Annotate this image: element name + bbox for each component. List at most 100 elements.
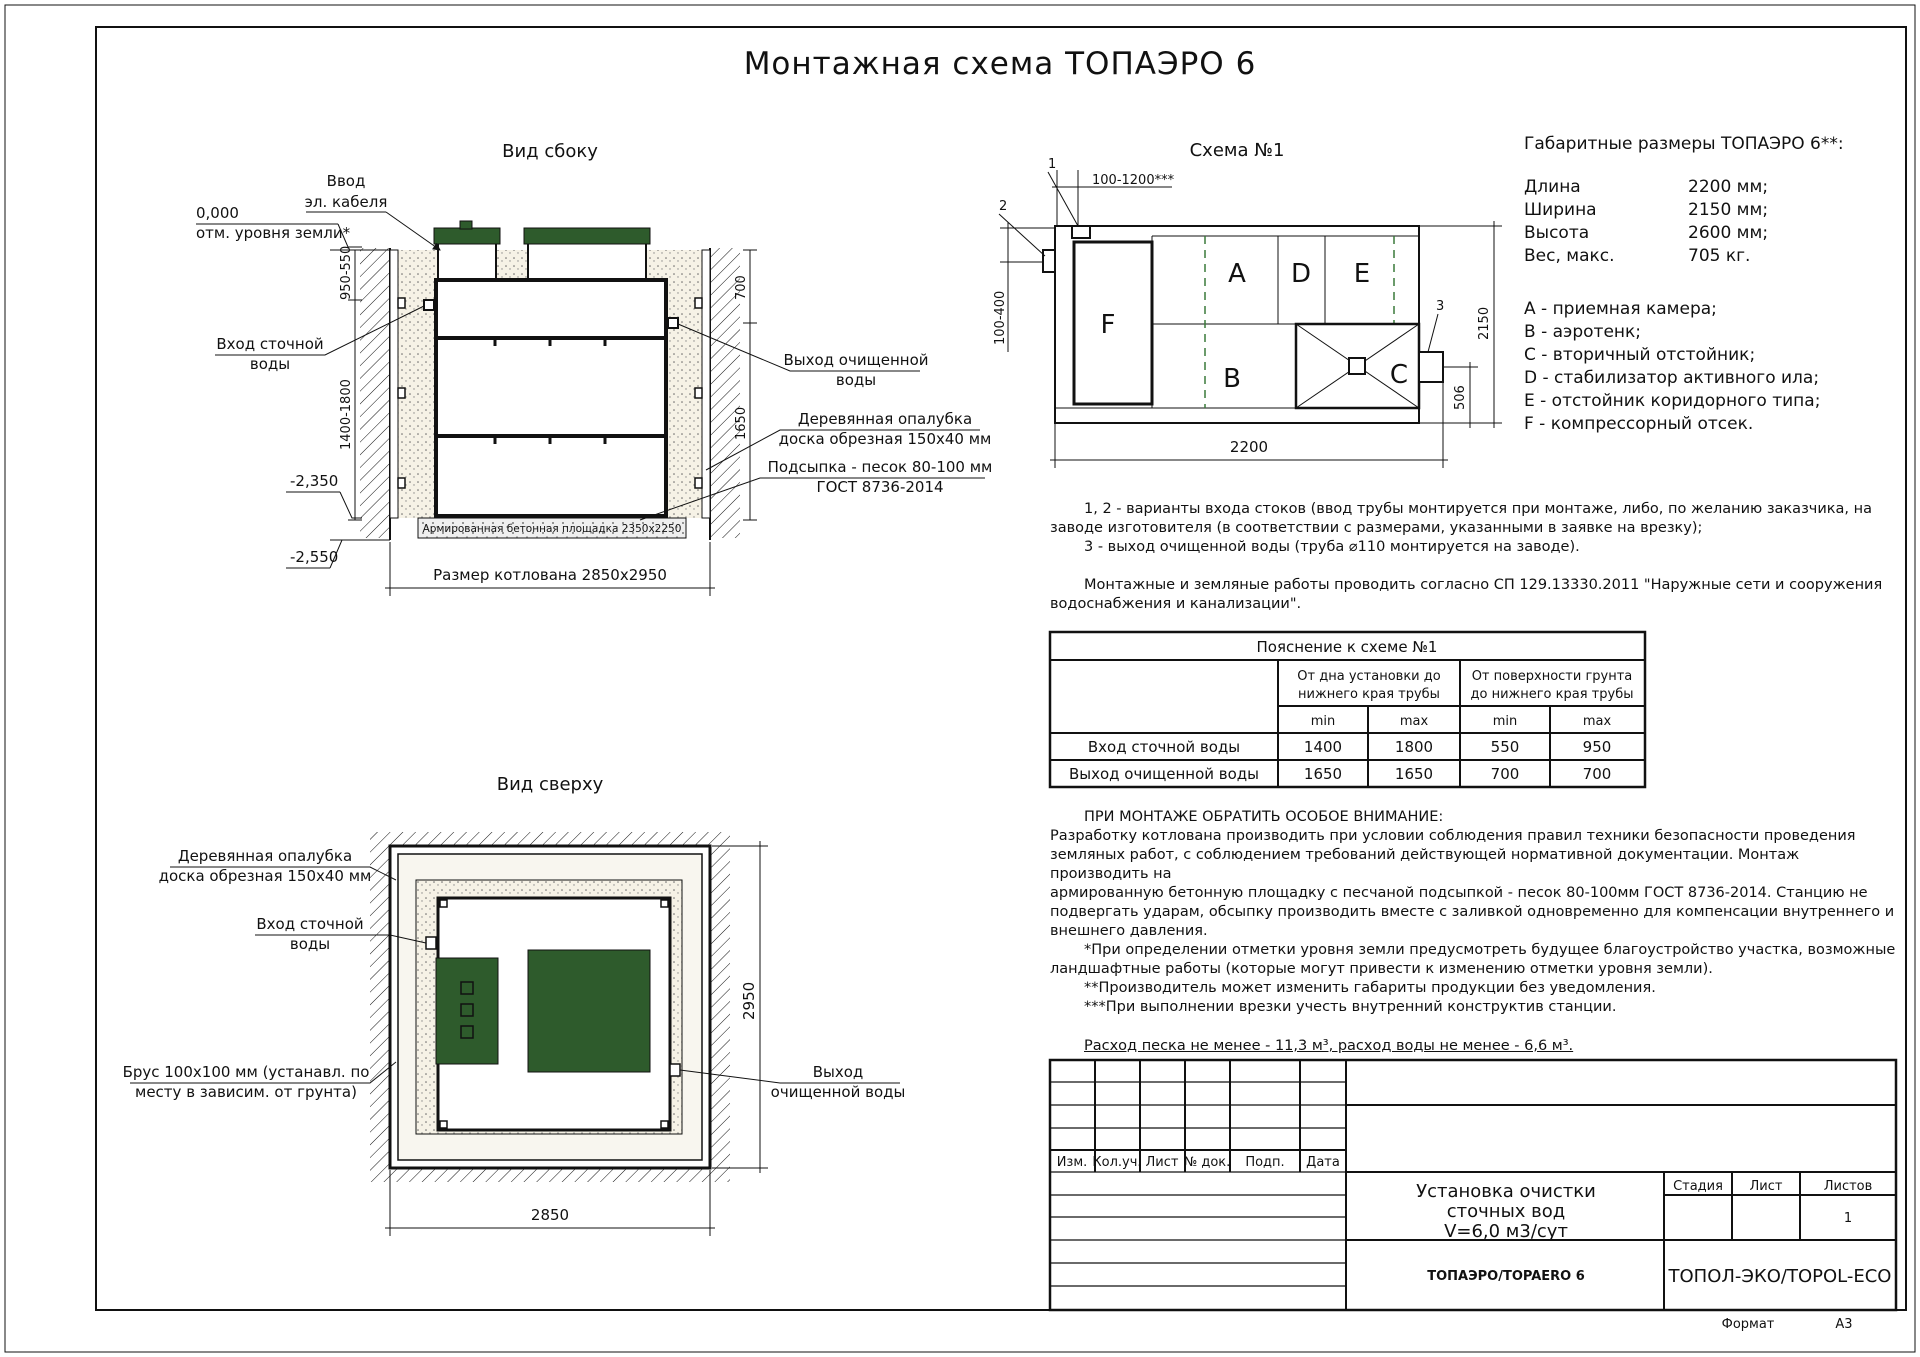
top-outlet-label-2: очищенной воды bbox=[771, 1083, 906, 1101]
top-dim-2850: 2850 bbox=[531, 1206, 569, 1224]
stamp-col-date: Дата bbox=[1306, 1155, 1340, 1170]
zone-d: D bbox=[1291, 259, 1311, 289]
scheme-heading: Схема №1 bbox=[1190, 140, 1285, 161]
outlet-label-1: Выход очищенной bbox=[783, 351, 928, 369]
side-view-heading: Вид сбоку bbox=[502, 141, 598, 162]
table-group2-2: до нижнего края трубы bbox=[1471, 687, 1634, 702]
note-line: 3 - выход очищенной воды (труба ⌀110 мон… bbox=[1084, 539, 1580, 555]
legend-item: D - стабилизатор активного ила; bbox=[1524, 368, 1820, 388]
dim-row-label: Вес, макс. bbox=[1524, 246, 1615, 266]
beam-label-2: месту в зависим. от грунта) bbox=[135, 1083, 357, 1101]
pit-size-label: Размер котлована 2850х2950 bbox=[433, 566, 667, 584]
slab-label: Армированная бетонная площадка 2350х2250 bbox=[423, 523, 682, 535]
top-inlet-pipe bbox=[425, 936, 437, 950]
ground-hatch-right bbox=[710, 248, 740, 538]
table-row1-v1: 1400 bbox=[1304, 738, 1342, 756]
table-caption: Пояснение к схеме №1 bbox=[1257, 638, 1438, 656]
side-view: Вид сбоку Армированная бетонная площадка… bbox=[196, 141, 992, 596]
top-view: Вид сверху Деревянная опалубка доска обр… bbox=[123, 774, 906, 1236]
table-row2-v1: 1650 bbox=[1304, 765, 1342, 783]
note-line: водоснабжения и канализации". bbox=[1050, 596, 1302, 612]
attention-line: внешнего давления. bbox=[1050, 923, 1208, 939]
dim-row-value: 705 кг. bbox=[1688, 246, 1751, 266]
table-max-2: max bbox=[1583, 714, 1612, 729]
zone-c: C bbox=[1390, 360, 1408, 390]
footnote-line: **Производитель может изменить габариты … bbox=[1084, 980, 1656, 996]
table-group1-1: От дна установки до bbox=[1297, 669, 1440, 684]
marker-1: 1 bbox=[1048, 157, 1056, 172]
stamp-description-3: V=6,0 м3/сут bbox=[1444, 1221, 1568, 1242]
stamp-sheets-header: Листов bbox=[1824, 1179, 1873, 1194]
table-row1-label: Вход сточной воды bbox=[1088, 738, 1240, 756]
dim-2150: 2150 bbox=[1477, 307, 1492, 340]
table-row1-v3: 550 bbox=[1491, 738, 1520, 756]
beam-label-1: Брус 100х100 мм (устанавл. по bbox=[123, 1063, 370, 1081]
table-group1-2: нижнего края трубы bbox=[1298, 687, 1440, 702]
stamp-col-kol: Кол.уч. bbox=[1092, 1155, 1141, 1170]
inlet-pipe bbox=[423, 299, 435, 311]
lid-left-knob bbox=[459, 220, 473, 230]
zone-b: B bbox=[1223, 364, 1241, 394]
table-min-2: min bbox=[1493, 714, 1518, 729]
dim-1400-1800: 1400-1800 bbox=[339, 379, 354, 450]
attention-line: Разработку котлована производить при усл… bbox=[1050, 828, 1856, 844]
stamp-sheet-header: Лист bbox=[1750, 1179, 1783, 1194]
zone-f-box bbox=[1072, 240, 1154, 406]
attention-line: земляных работ, с соблюдением требований… bbox=[1050, 847, 1800, 882]
level-2350: -2,350 bbox=[290, 472, 338, 490]
table-group2-1: От поверхности грунта bbox=[1472, 669, 1633, 684]
page-title: Монтажная схема ТОПАЭРО 6 bbox=[744, 46, 1257, 82]
formwork-label-2: доска обрезная 150х40 мм bbox=[779, 430, 992, 448]
table-row1-v2: 1800 bbox=[1395, 738, 1433, 756]
scheme-outlet bbox=[1418, 351, 1444, 383]
ground-level-value: 0,000 bbox=[196, 204, 239, 222]
dim-row-weight: Вес, макс. 705 кг. bbox=[1524, 245, 1904, 268]
tank-body bbox=[434, 278, 668, 518]
top-inlet-label-1: Вход сточной bbox=[256, 915, 363, 933]
inlet-label-2: воды bbox=[250, 355, 290, 373]
dim-row-value: 2150 мм; bbox=[1688, 200, 1769, 220]
stamp-company: ТОПОЛ-ЭКО/TOPOL-ECO bbox=[1668, 1266, 1892, 1287]
format-value: А3 bbox=[1835, 1317, 1852, 1332]
title-block: Изм. Кол.уч. Лист № док. Подп. Дата Уста… bbox=[1048, 1058, 1898, 1332]
cable-input-label-2: эл. кабеля bbox=[305, 193, 388, 211]
format-label: Формат bbox=[1722, 1317, 1775, 1332]
legend-item: F - компрессорный отсек. bbox=[1524, 414, 1754, 434]
dim-100-1200: 100-1200*** bbox=[1092, 173, 1175, 188]
ground-level-label: отм. уровня земли* bbox=[196, 224, 351, 242]
marker-3: 3 bbox=[1436, 299, 1444, 314]
table-row2-label: Выход очищенной воды bbox=[1069, 765, 1259, 783]
outlet-label-2: воды bbox=[836, 371, 876, 389]
footnote-line: ***При выполнении врезки учесть внутренн… bbox=[1084, 999, 1617, 1015]
note-line: заводе изготовителя (в соответствии с ра… bbox=[1050, 520, 1703, 536]
legend-block: А - приемная камера; В - аэротенк; С - в… bbox=[1524, 298, 1904, 436]
table-row1-v4: 950 bbox=[1583, 738, 1612, 756]
formwork-right bbox=[701, 249, 711, 519]
note-line: 1, 2 - варианты входа стоков (ввод трубы… bbox=[1084, 501, 1872, 517]
stamp-col-list: Лист bbox=[1146, 1155, 1179, 1170]
zone-f: F bbox=[1101, 310, 1116, 340]
formwork-label-1: Деревянная опалубка bbox=[798, 410, 972, 428]
attention-line: подвергать ударам, обсыпку производить в… bbox=[1050, 904, 1895, 920]
table-max-1: max bbox=[1400, 714, 1429, 729]
dim-506: 506 bbox=[1453, 385, 1468, 410]
top-view-heading: Вид сверху bbox=[497, 774, 604, 795]
table-row2-v2: 1650 bbox=[1395, 765, 1433, 783]
top-inlet-label-2: воды bbox=[290, 935, 330, 953]
inner-frame bbox=[95, 26, 1907, 1311]
top-formwork-label-2: доска обрезная 150х40 мм bbox=[159, 867, 372, 885]
notes-block: 1, 2 - варианты входа стоков (ввод трубы… bbox=[1050, 500, 1900, 614]
stamp-product: ТОПАЭРО/TOPAERO 6 bbox=[1427, 1269, 1585, 1284]
attention-block: ПРИ МОНТАЖЕ ОБРАТИТЬ ОСОБОЕ ВНИМАНИЕ: Ра… bbox=[1050, 808, 1900, 1056]
legend-item: С - вторичный отстойник; bbox=[1524, 345, 1756, 365]
stamp-stage-header: Стадия bbox=[1673, 1179, 1723, 1194]
table-row2-v4: 700 bbox=[1583, 765, 1612, 783]
zone-a: A bbox=[1228, 259, 1246, 289]
table-min-1: min bbox=[1311, 714, 1336, 729]
consumption-line: Расход песка не менее - 11,3 м³, расход … bbox=[1084, 1038, 1574, 1054]
table-row2-v3: 700 bbox=[1491, 765, 1520, 783]
